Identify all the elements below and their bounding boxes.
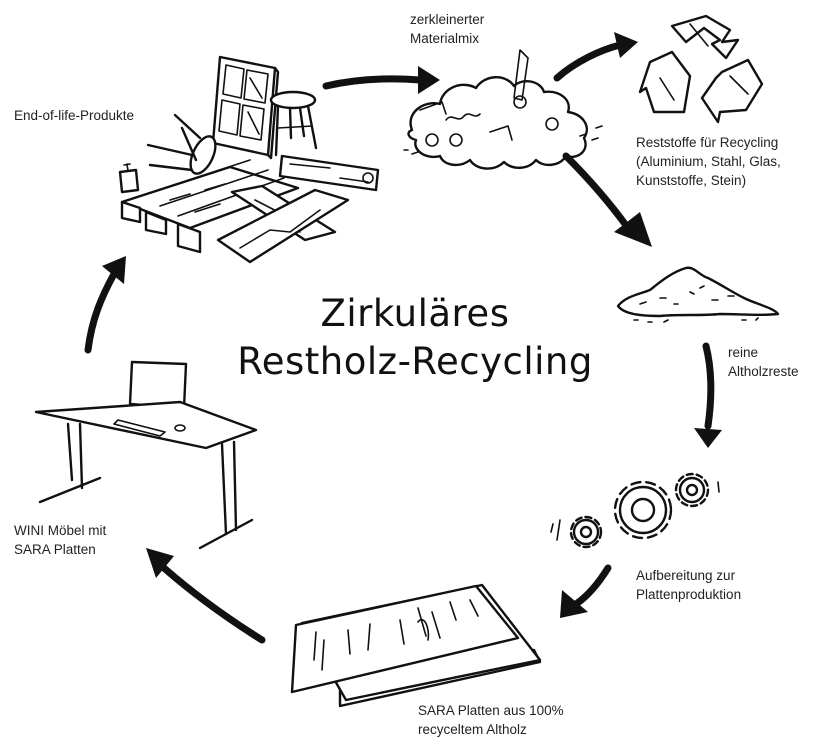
shredded-material-pile-icon <box>403 49 603 170</box>
arrow-materialmix-to-reststoffe <box>553 32 638 82</box>
recycling-symbol-icon <box>638 14 764 124</box>
pallet-icon <box>120 159 300 254</box>
gear-small-left-icon <box>569 515 603 549</box>
wood-chip-pile-icon <box>616 266 780 323</box>
label-zerkleinerter-materialmix: zerkleinerter Materialmix <box>410 12 485 46</box>
wood-panels-icon <box>290 583 542 708</box>
window-icon <box>211 55 280 160</box>
arrow-platten-to-moebel <box>146 548 266 644</box>
desk-with-monitor-icon <box>34 360 258 550</box>
label-reine-altholzreste: reine Altholzreste <box>728 345 799 379</box>
gear-large-icon <box>613 480 673 540</box>
glue-bucket-icon <box>118 163 140 194</box>
label-sara-platten: SARA Platten aus 100% recyceltem Altholz <box>418 703 564 737</box>
planks-icon <box>216 154 380 264</box>
diagram-title-line2: Restholz-Recycling <box>237 340 593 383</box>
chair-icon <box>146 113 217 175</box>
pallet-furniture-pile-icon <box>118 55 380 264</box>
gear-small-right-icon <box>674 472 710 508</box>
stool-icon <box>269 90 318 157</box>
label-end-of-life-produkte: End-of-life-Produkte <box>14 108 135 123</box>
diagram-title-line1: Zirkuläres <box>320 292 510 335</box>
label-reststoffe-fuer-recycling: Reststoffe für Recycling (Aluminium, Sta… <box>636 135 781 188</box>
arrow-endoflife-to-materialmix <box>322 66 440 94</box>
gears-icon <box>550 472 720 549</box>
label-aufbereitung-plattenproduktion: Aufbereitung zur Plattenproduktion <box>636 568 742 602</box>
cycle-arrows <box>84 32 722 644</box>
label-wini-moebel: WINI Möbel mit SARA Platten <box>14 523 107 557</box>
arrow-aufbereitung-to-platten <box>560 564 612 618</box>
arrow-altholz-to-aufbereitung <box>694 342 722 448</box>
arrow-moebel-to-endoflife <box>84 256 126 354</box>
arrow-materialmix-to-altholz <box>562 152 652 247</box>
